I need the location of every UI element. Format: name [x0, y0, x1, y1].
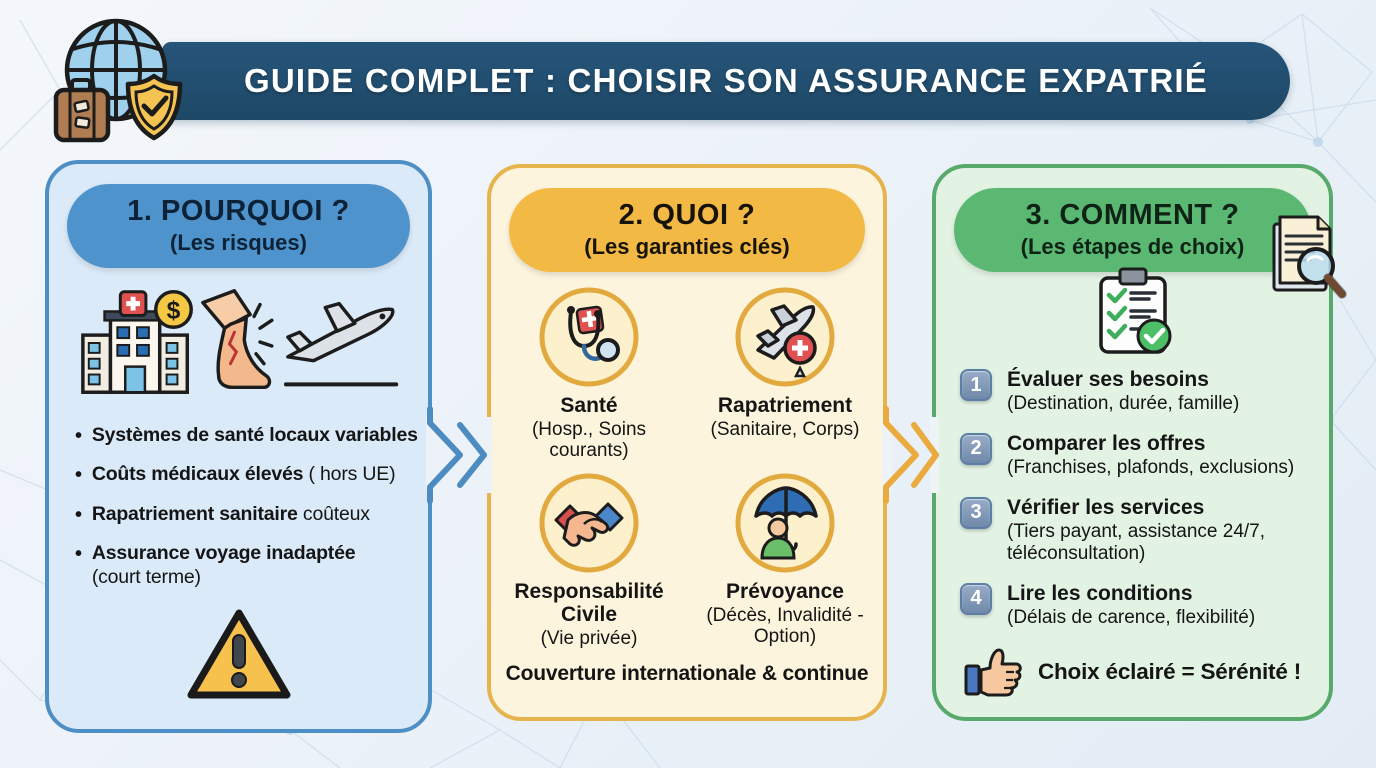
- injured-ankle-icon: [201, 289, 274, 390]
- svg-text:$: $: [167, 297, 181, 324]
- list-item: • Rapatriement sanitaire coûteux: [75, 502, 370, 526]
- step-verifier: 3 Vérifier les services(Tiers payant, as…: [960, 496, 1315, 565]
- warning-triangle-icon: [187, 609, 290, 699]
- step-number-badge: 4: [960, 582, 992, 615]
- pourquoi-header: 1. POURQUOI ? (Les risques): [67, 184, 410, 268]
- column-comment: 3. COMMENT ? (Les étapes de choix) 1 Éva…: [932, 164, 1333, 721]
- chevron-gold-arrows: [882, 406, 939, 504]
- step-evaluer: 1 Évaluer ses besoins(Destination, durée…: [960, 368, 1315, 415]
- column-quoi: 2. QUOI ? (Les garanties clés) Santé (Ho…: [487, 164, 887, 721]
- risk-icons-row: $: [49, 268, 428, 400]
- garantie-prevoyance: Prévoyance (Décès, Invalidité - Option): [687, 472, 883, 649]
- globe-suitcase-shield-logo: [53, 18, 183, 143]
- quoi-subtitle: (Les garanties clés): [584, 234, 790, 259]
- garantie-sante: Santé (Hosp., Soins courants): [491, 286, 687, 462]
- suitcase-icon: [53, 78, 111, 143]
- list-item: • Coûts médicaux élevés ( hors UE): [75, 463, 396, 487]
- stethoscope-icon: [539, 287, 639, 387]
- list-item: • Systèmes de santé locaux variables: [75, 424, 418, 447]
- pourquoi-title: 1. POURQUOI ?: [127, 195, 350, 227]
- page-title: GUIDE COMPLET : CHOISIR SON ASSURANCE EX…: [244, 62, 1208, 99]
- quoi-title: 2. QUOI ?: [618, 199, 756, 231]
- step-lire: 4 Lire les conditions(Délais de carence,…: [960, 582, 1315, 629]
- umbrella-person-icon: [735, 473, 835, 573]
- comment-footer-text: Choix éclairé = Sérénité !: [1037, 658, 1302, 684]
- shield-check-icon: [125, 73, 183, 141]
- quoi-footer-text: Couverture internationale & continue: [505, 662, 869, 686]
- step-comparer: 2 Comparer les offres(Franchises, plafon…: [960, 432, 1315, 479]
- plane-takeoff-icon: [283, 301, 399, 387]
- step-number-badge: 2: [960, 432, 992, 465]
- medical-plane-icon: [735, 287, 835, 387]
- step-number-badge: 3: [960, 496, 992, 529]
- header-banner: GUIDE COMPLET : CHOISIR SON ASSURANCE EX…: [162, 42, 1290, 120]
- thumbs-up-icon: [964, 648, 1022, 697]
- step-number-badge: 1: [960, 369, 992, 401]
- quoi-header: 2. QUOI ? (Les garanties clés): [509, 188, 865, 272]
- risk-bullet-list: • Systèmes de santé locaux variables • C…: [75, 424, 418, 590]
- checklist-clipboard-icon: [1098, 267, 1171, 354]
- comment-footer: Choix éclairé = Sérénité !: [936, 646, 1329, 698]
- garanties-grid: Santé (Hosp., Soins courants) Rapatrieme…: [491, 286, 883, 649]
- document-magnifier-icon: [1272, 215, 1347, 299]
- steps-list: 1 Évaluer ses besoins(Destination, durée…: [960, 368, 1315, 629]
- comment-header: 3. COMMENT ? (Les étapes de choix): [954, 188, 1311, 272]
- garantie-rapatriement: Rapatriement (Sanitaire, Corps): [687, 286, 883, 462]
- garantie-responsabilite: Responsabilité Civile (Vie privée): [491, 472, 687, 649]
- pourquoi-subtitle: (Les risques): [170, 230, 307, 255]
- hospital-cost-icon: $: [81, 290, 193, 394]
- list-item: • Assurance voyage inadaptée (court term…: [75, 542, 356, 588]
- comment-subtitle: (Les étapes de choix): [1020, 234, 1245, 259]
- comment-title: 3. COMMENT ?: [1025, 199, 1240, 231]
- column-pourquoi: 1. POURQUOI ? (Les risques) $: [45, 160, 432, 733]
- chevron-blue-arrows: [426, 406, 492, 504]
- handshake-icon: [539, 473, 639, 573]
